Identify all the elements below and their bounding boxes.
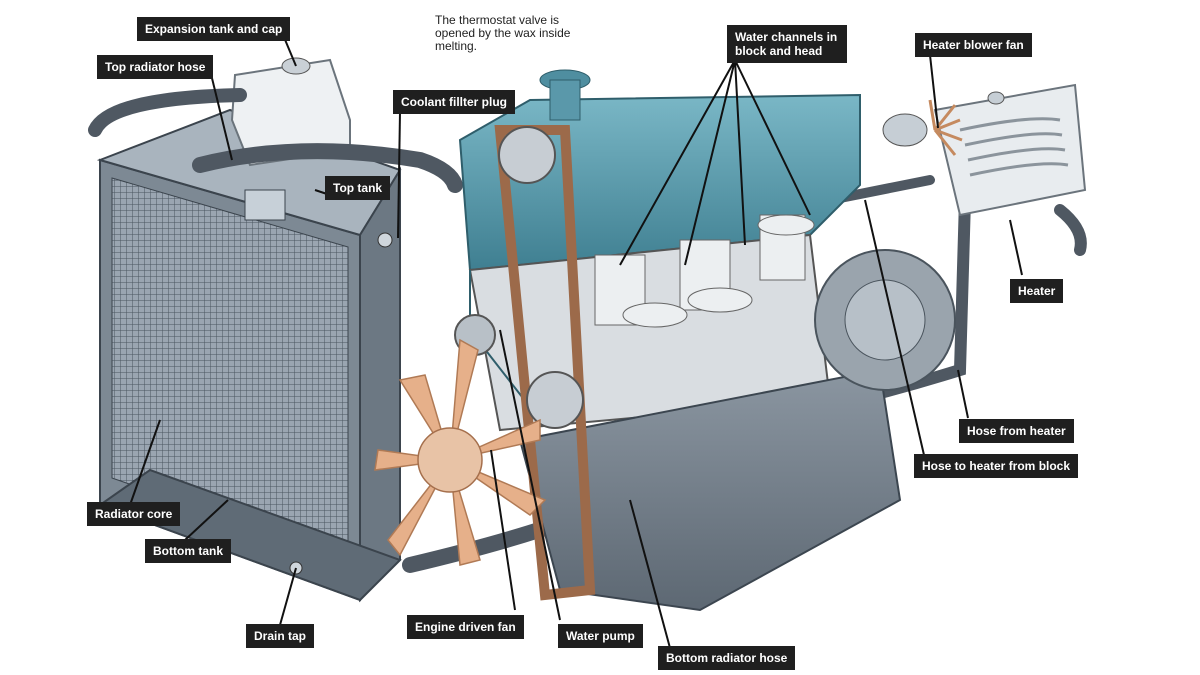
radiator <box>96 108 402 603</box>
label-heater-blower-fan: Heater blower fan <box>915 33 1032 57</box>
label-coolant-filler-plug: Coolant fillter plug <box>393 90 515 114</box>
label-top-tank: Top tank <box>325 176 391 200</box>
label-bottom-radiator-hose: Bottom radiator hose <box>658 646 796 670</box>
label-radiator-core: Radiator core <box>87 502 181 526</box>
label-expansion-tank: Expansion tank and cap <box>137 17 291 41</box>
flywheel <box>814 249 956 391</box>
label-hose-from-heater: Hose from heater <box>959 419 1074 443</box>
leader-lines <box>129 29 1023 649</box>
label-water-pump: Water pump <box>558 624 643 648</box>
label-heater: Heater <box>1010 279 1064 303</box>
oil-sump <box>518 368 902 612</box>
label-hose-to-heater: Hose to heater from block <box>914 454 1079 478</box>
label-top-radiator-hose: Top radiator hose <box>97 55 214 79</box>
label-water-channels: Water channels in block and head <box>727 25 847 63</box>
engine-driven-fan <box>374 338 547 566</box>
heater-unit <box>882 83 1087 217</box>
label-bottom-tank: Bottom tank <box>145 539 231 563</box>
label-engine-driven-fan: Engine driven fan <box>407 615 524 639</box>
thermostat-note: The thermostat valve is opened by the wa… <box>435 13 571 53</box>
label-drain-tap: Drain tap <box>246 624 315 648</box>
